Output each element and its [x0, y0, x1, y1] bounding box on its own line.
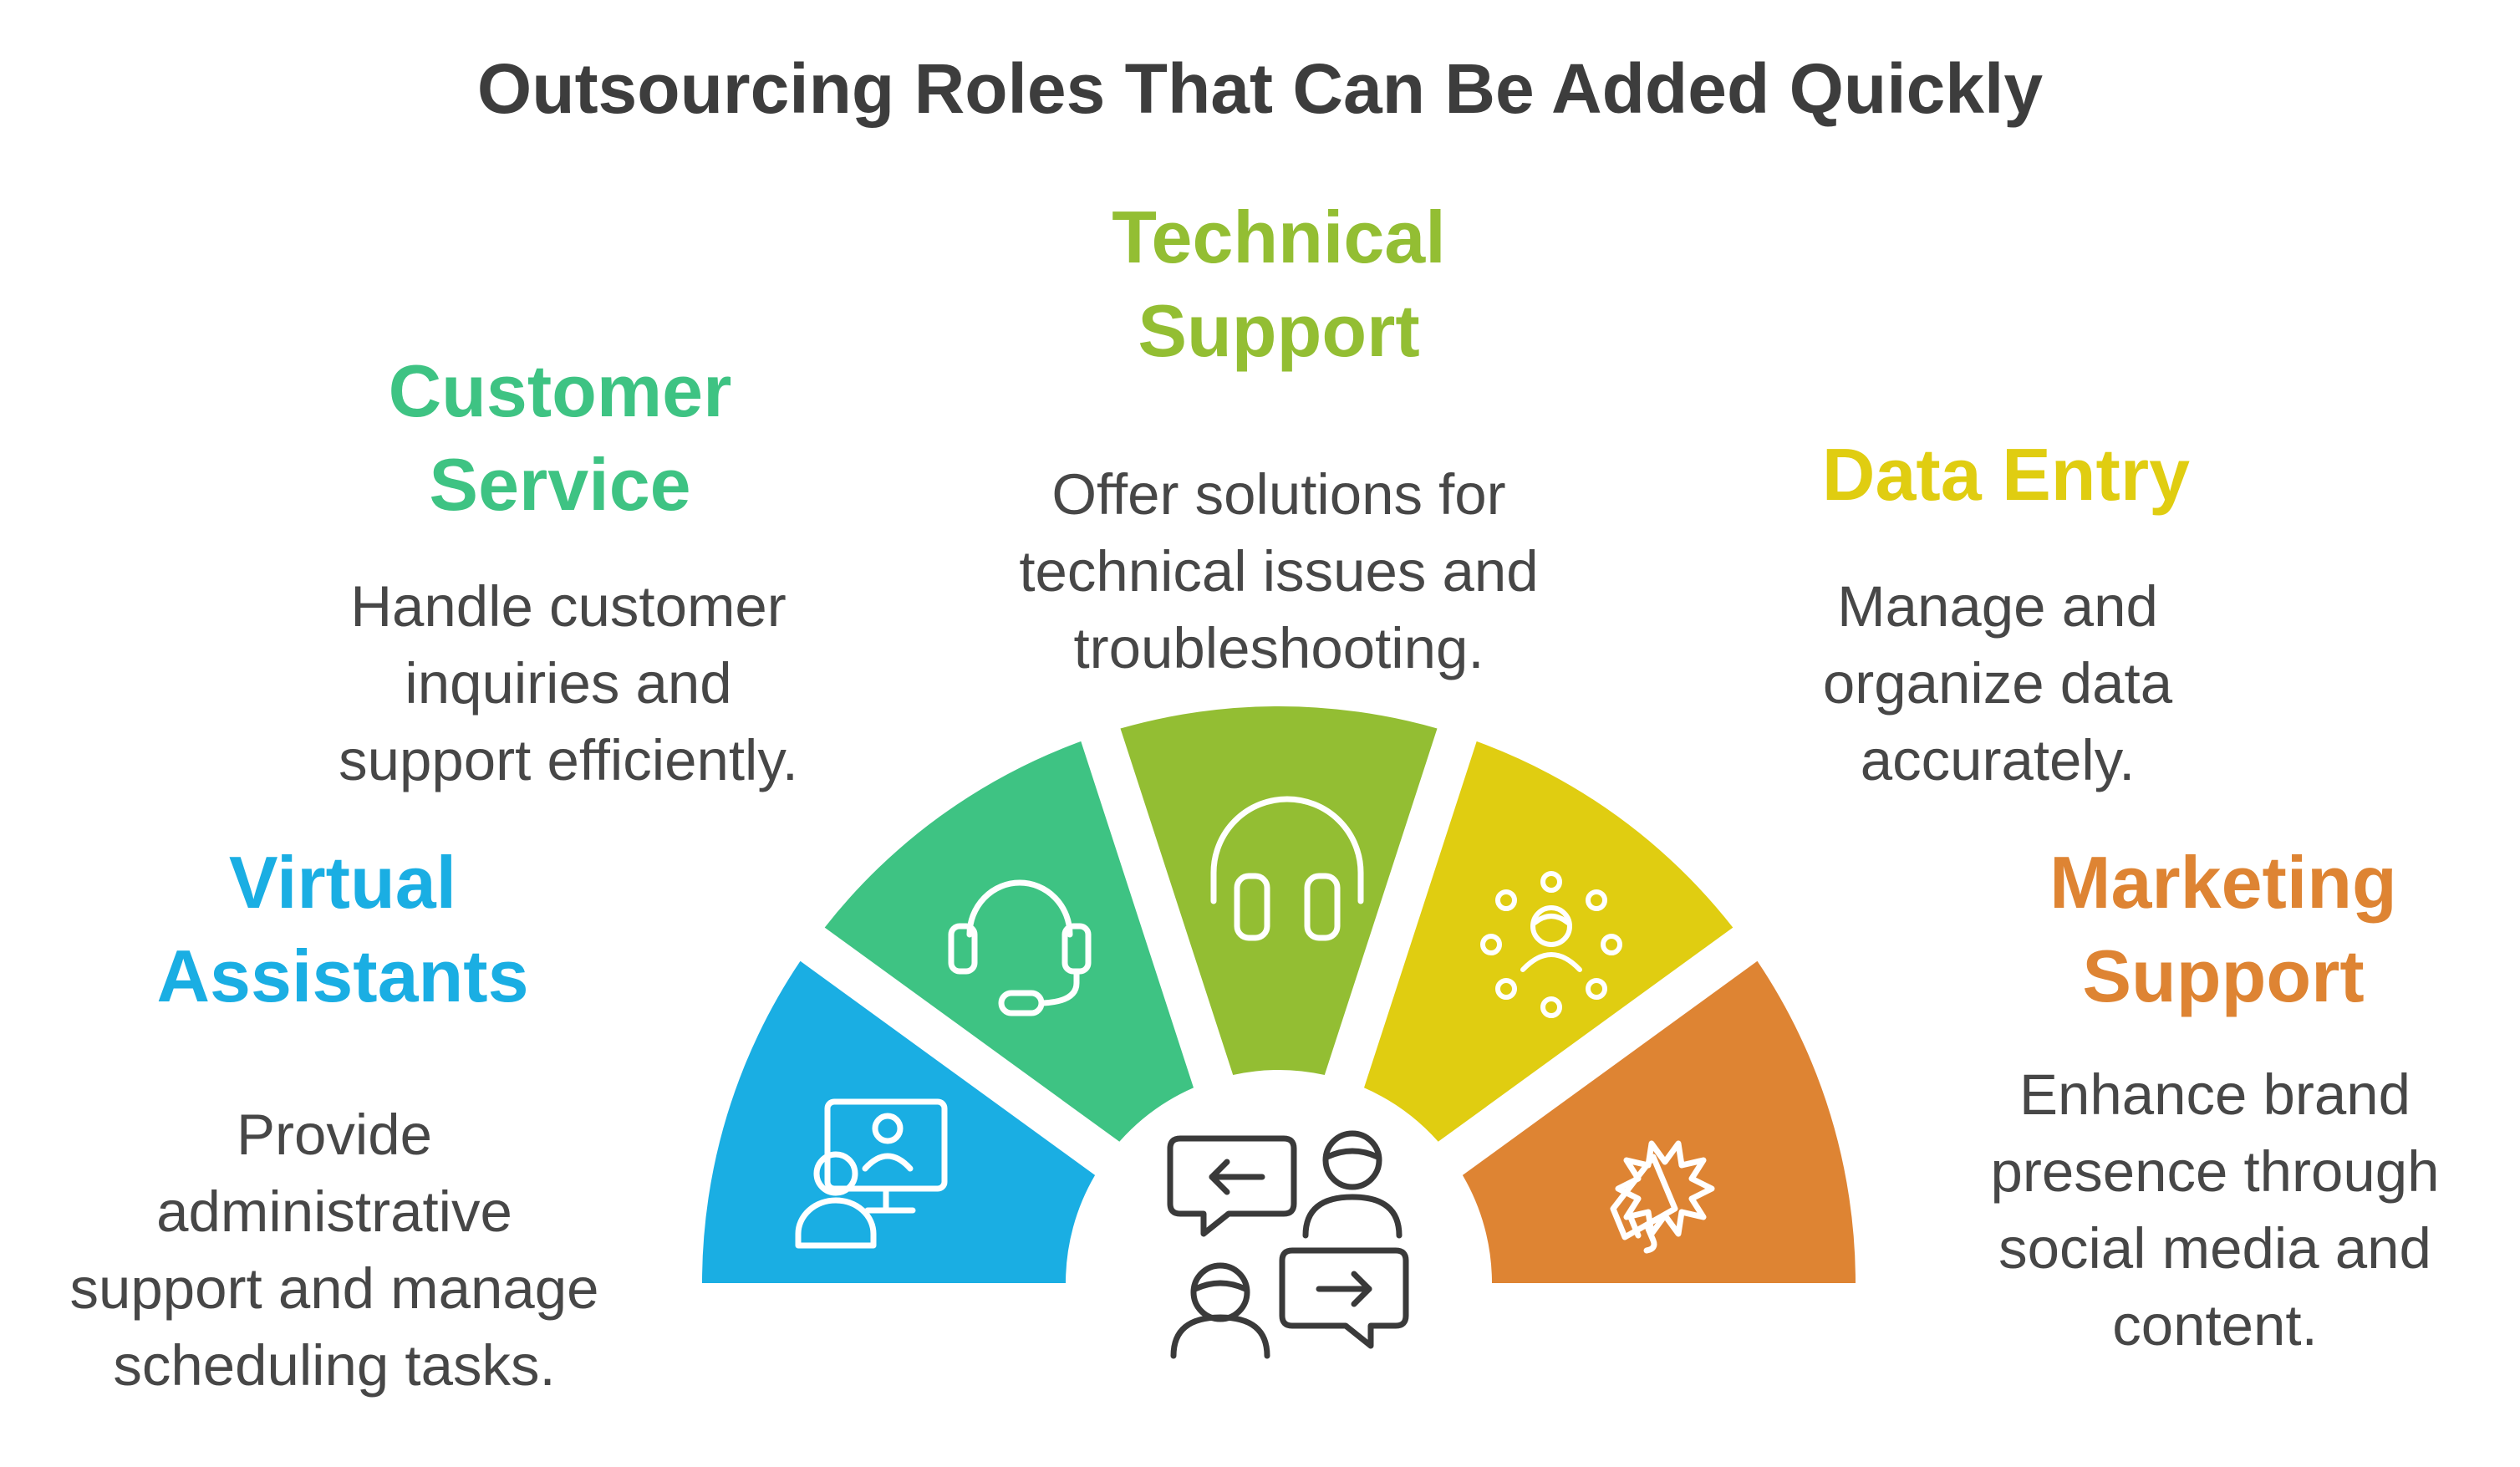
page-title: Outsourcing Roles That Can Be Added Quic… — [476, 49, 2044, 128]
technical-support-heading: Technical Support — [1112, 196, 1446, 372]
segment-marketing-support — [1462, 960, 1856, 1283]
data-entry-description: Manage and organize data accurately. — [1822, 574, 2173, 792]
technical-support-description: Offer solutions for technical issues and… — [1019, 462, 1539, 680]
customer-service-description: Handle customer inquiries and support ef… — [339, 574, 798, 792]
person-data-network-icon — [1480, 871, 1622, 1018]
virtual-assistants-heading: Virtual Assistants — [156, 841, 529, 1017]
data-entry-heading: Data Entry — [1821, 433, 2191, 516]
segment-technical-support — [1120, 705, 1438, 1075]
marketing-support-heading: Marketing Support — [2049, 841, 2397, 1017]
marketing-support-description: Enhance brand presence through social me… — [1990, 1062, 2440, 1357]
outsourcing-exchange-icon — [1167, 1130, 1409, 1359]
headset-icon — [948, 879, 1092, 1016]
segment-data-entry — [1364, 741, 1733, 1142]
virtual-assistants-description: Provide administrative support and manag… — [69, 1103, 599, 1398]
segment-customer-service — [824, 741, 1194, 1142]
customer-service-heading: Customer Service — [388, 349, 732, 526]
headphones-icon — [1210, 796, 1364, 941]
remote-assistant-computer-icon — [795, 1098, 948, 1249]
megaphone-icon — [1610, 1140, 1715, 1254]
